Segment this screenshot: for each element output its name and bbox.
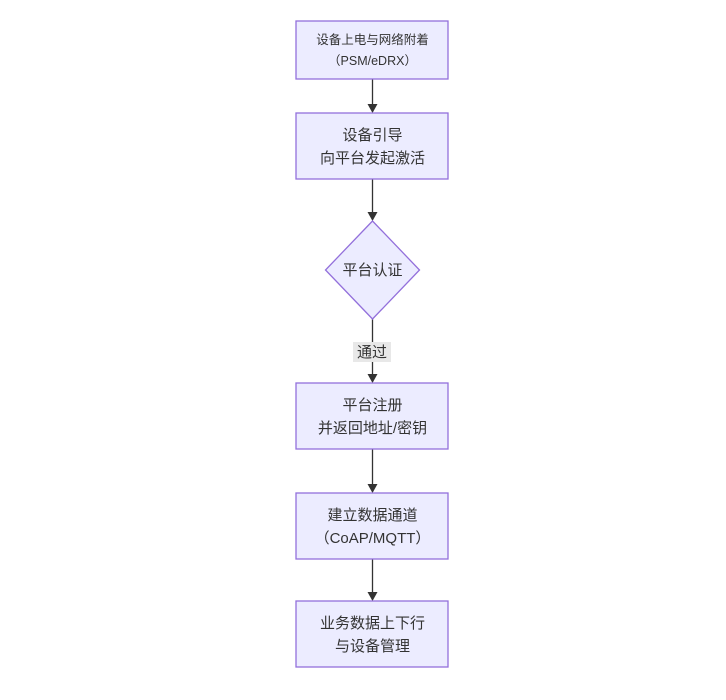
edge-power-attach-to-bootstrap	[367, 79, 378, 113]
node-bootstrap-line2: 向平台发起激活	[320, 150, 425, 167]
node-business-data-line1: 业务数据上下行	[320, 615, 425, 632]
edge-label-background	[353, 342, 391, 362]
edge-platform-auth-to-platform-register: 通过	[353, 319, 391, 383]
node-data-channel-line1: 建立数据通道	[327, 507, 417, 524]
node-power-attach-shape	[295, 20, 449, 80]
node-platform-auth-line1: 平台认证	[342, 262, 402, 279]
node-platform-register-line1: 平台注册	[342, 397, 402, 414]
node-power-attach: 设备上电与网络附着 （PSM/eDRX）	[295, 20, 449, 80]
arrowhead-icon	[367, 484, 378, 493]
node-business-data: 业务数据上下行 与设备管理	[295, 600, 449, 668]
node-platform-register-line2: 并返回地址/密钥	[318, 420, 427, 437]
node-platform-register-shape	[295, 382, 449, 450]
node-data-channel-shape	[295, 492, 449, 560]
node-platform-auth: 平台认证	[324, 220, 421, 320]
node-power-attach-line2: （PSM/eDRX）	[328, 54, 417, 68]
node-bootstrap-shape	[295, 112, 449, 180]
node-bootstrap: 设备引导 向平台发起激活	[295, 112, 449, 180]
arrowhead-icon	[367, 104, 378, 113]
node-business-data-line2: 与设备管理	[335, 638, 410, 655]
arrowhead-icon	[367, 592, 378, 601]
node-business-data-shape	[295, 600, 449, 668]
node-platform-register: 平台注册 并返回地址/密钥	[295, 382, 449, 450]
arrowhead-icon	[367, 212, 378, 221]
edge-bootstrap-to-platform-auth	[367, 179, 378, 221]
node-data-channel-line2: （CoAP/MQTT）	[315, 530, 431, 547]
node-power-attach-line1: 设备上电与网络附着	[316, 32, 429, 47]
node-platform-auth-shape	[324, 220, 421, 320]
node-bootstrap-line1: 设备引导	[342, 127, 402, 144]
edge-platform-register-to-data-channel	[367, 449, 378, 493]
arrowhead-icon	[367, 374, 378, 383]
node-data-channel: 建立数据通道 （CoAP/MQTT）	[295, 492, 449, 560]
edge-label: 通过	[357, 344, 387, 361]
edge-data-channel-to-business-data	[367, 559, 378, 601]
